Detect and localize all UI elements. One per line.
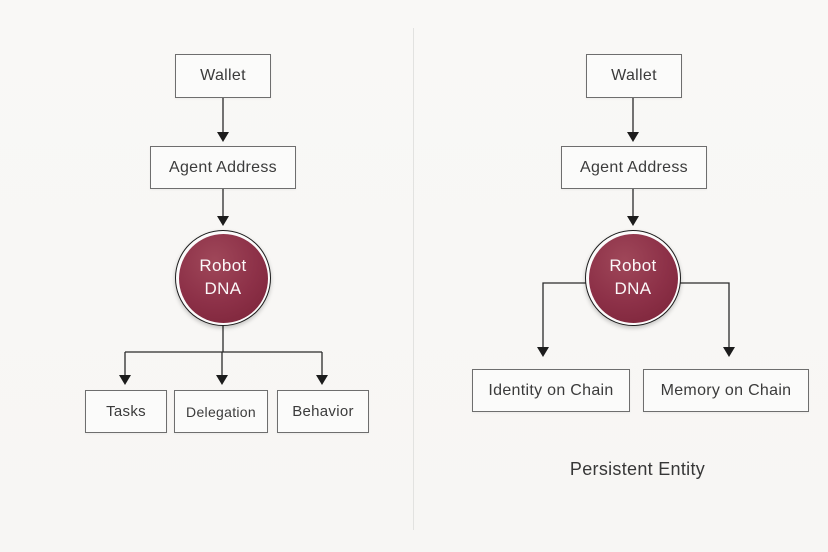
node-agent-address-right: Agent Address (561, 146, 707, 189)
robot-dna-label-line1: Robot (609, 256, 657, 276)
robot-dna-label-line2: DNA (204, 279, 242, 298)
node-wallet-right: Wallet (586, 54, 682, 98)
node-wallet-left: Wallet (175, 54, 271, 98)
node-agent-address-left: Agent Address (150, 146, 296, 189)
edge-agent-dna-right (627, 189, 639, 226)
node-robot-dna-right: Robot DNA (585, 230, 681, 326)
robot-dna-circle-right: Robot DNA (588, 233, 678, 323)
edge-agent-dna-left (217, 189, 229, 226)
node-delegation: Delegation (174, 390, 268, 433)
robot-dna-label-line1: Robot (199, 256, 247, 276)
edge-wallet-agent-right (627, 98, 639, 142)
edge-wallet-agent-left (217, 98, 229, 142)
node-memory-on-chain: Memory on Chain (643, 369, 809, 412)
edge-dna-identity-right (537, 282, 600, 357)
panel-divider (413, 28, 414, 530)
robot-dna-circle-left: Robot DNA (178, 233, 268, 323)
edge-dna-children-left (119, 326, 328, 385)
edge-dna-memory-right (666, 282, 735, 357)
node-tasks: Tasks (85, 390, 167, 433)
robot-dna-label-line2: DNA (614, 279, 652, 298)
node-identity-on-chain: Identity on Chain (472, 369, 630, 412)
persistent-entity-caption: Persistent Entity (569, 459, 706, 479)
node-robot-dna-left: Robot DNA (175, 230, 271, 326)
node-behavior: Behavior (277, 390, 369, 433)
